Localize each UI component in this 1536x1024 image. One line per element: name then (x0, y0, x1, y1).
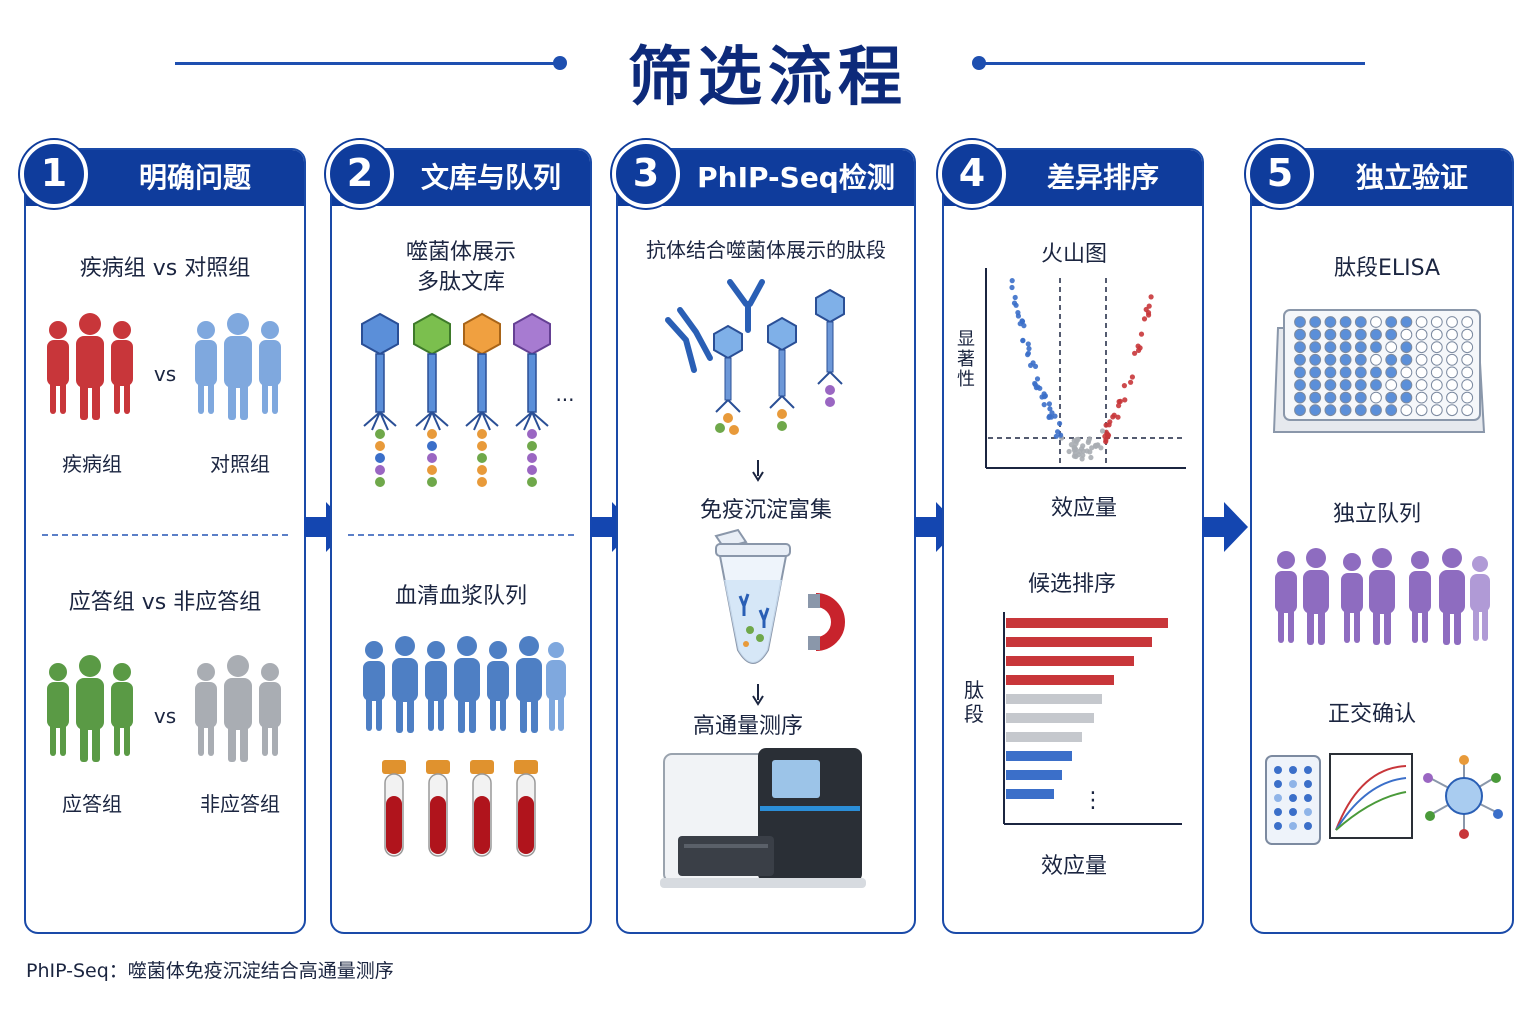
library-ellipsis: ... (555, 382, 575, 406)
step-4-panel: 差异排序 火山图 显著性 效应量 候选排序 肽段 ⋮ 效应量 (942, 148, 1204, 934)
comparison-2-heading: 应答组 vs 非应答组 (68, 590, 262, 615)
phage-library-icon (361, 312, 551, 487)
footer-note: PhIP-Seq：噬菌体免疫沉淀结合高通量测序 (26, 960, 394, 982)
independent-cohort-people (1275, 548, 1490, 645)
disease-group-label: 疾病组 (62, 452, 122, 476)
title-right-line (985, 62, 1365, 65)
cohort-label: 血清血浆队列 (394, 584, 527, 609)
binding-label: 抗体结合噬菌体展示的肽段 (646, 238, 886, 262)
ranking-x-axis-label: 效应量 (1040, 854, 1107, 879)
flow-arrow-1 (304, 502, 350, 552)
step-5-title: 独立验证 (1355, 161, 1468, 194)
panel-2-divider (348, 534, 574, 536)
header: 筛选流程 (0, 18, 1536, 115)
disease-group-people (47, 313, 133, 420)
title-right-dot (972, 56, 986, 70)
title-left-dot (553, 56, 567, 70)
volcano-plot (985, 268, 1186, 469)
library-label-line1: 噬菌体展示 (405, 240, 516, 265)
control-group-people (195, 313, 281, 420)
step-2-panel: 文库与队列 噬菌体展示 多肽文库 ... 血清血浆队列 (330, 148, 592, 934)
orthogonal-assays-icon (1265, 753, 1503, 845)
volcano-x-axis-label: 效应量 (1050, 496, 1117, 521)
down-arrow-icon-2 (752, 684, 764, 706)
serum-cohort-people (363, 636, 566, 733)
volcano-y-axis-label: 显著性 (957, 329, 975, 390)
library-label-line2: 多肽文库 (416, 270, 505, 295)
responder-group-people (47, 655, 133, 762)
panel-1-divider (42, 534, 288, 536)
elisa-plate-icon (1272, 309, 1486, 433)
step-1-number: 1 (20, 140, 88, 208)
antibody-phage-binding-icon (665, 279, 845, 435)
blood-tubes-icon (382, 760, 538, 857)
step-5-panel: 独立验证 肽段ELISA 独立队列 正交确认 (1250, 148, 1514, 934)
title-left-line (175, 62, 560, 65)
comparison-1-heading: 疾病组 vs 对照组 (79, 256, 251, 281)
step-4-title: 差异排序 (1046, 161, 1159, 194)
non-responder-group-people (195, 655, 281, 762)
immunoprecipitation-tube-icon (714, 528, 845, 664)
flow-arrow-3 (914, 502, 960, 552)
volcano-plot-title: 火山图 (1040, 242, 1107, 267)
sequencer-machine-icon (660, 748, 866, 888)
step-2-title: 文库与队列 (420, 161, 561, 194)
orthogonal-confirmation-label: 正交确认 (1327, 702, 1416, 727)
step-3-number: 3 (612, 140, 680, 208)
page-title: 筛选流程 (628, 41, 908, 115)
down-arrow-icon-1 (752, 460, 764, 482)
independent-cohort-label: 独立队列 (1332, 502, 1421, 527)
elisa-label: 肽段ELISA (1333, 256, 1441, 281)
step-2-number: 2 (326, 140, 394, 208)
step-5-number: 5 (1246, 140, 1314, 208)
step-3-title: PhIP-Seq检测 (697, 161, 895, 194)
step-1-title: 明确问题 (138, 161, 251, 194)
ranking-y-axis-label: 肽段 (964, 678, 984, 726)
step-4-number: 4 (938, 140, 1006, 208)
step-3-panel: PhIP-Seq检测 抗体结合噬菌体展示的肽段 免疫沉淀富集 (616, 148, 916, 934)
responder-group-label: 应答组 (62, 792, 122, 816)
flow-arrow-2 (590, 502, 636, 552)
vs-label-1: vs (153, 362, 177, 386)
ranking-ellipsis: ⋮ (1082, 788, 1104, 813)
candidate-ranking-chart (1003, 612, 1182, 825)
ranking-title: 候选排序 (1027, 572, 1116, 597)
vs-label-2: vs (153, 704, 177, 728)
enrichment-label: 免疫沉淀富集 (699, 498, 832, 523)
flow-arrow-4 (1202, 502, 1248, 552)
non-responder-group-label: 非应答组 (200, 792, 280, 816)
sequencing-label: 高通量测序 (692, 714, 803, 739)
control-group-label: 对照组 (210, 452, 270, 476)
step-1-panel: 明确问题 疾病组 vs 对照组 vs 疾病组 对照组 应答组 vs 非应答组 v… (24, 148, 306, 934)
